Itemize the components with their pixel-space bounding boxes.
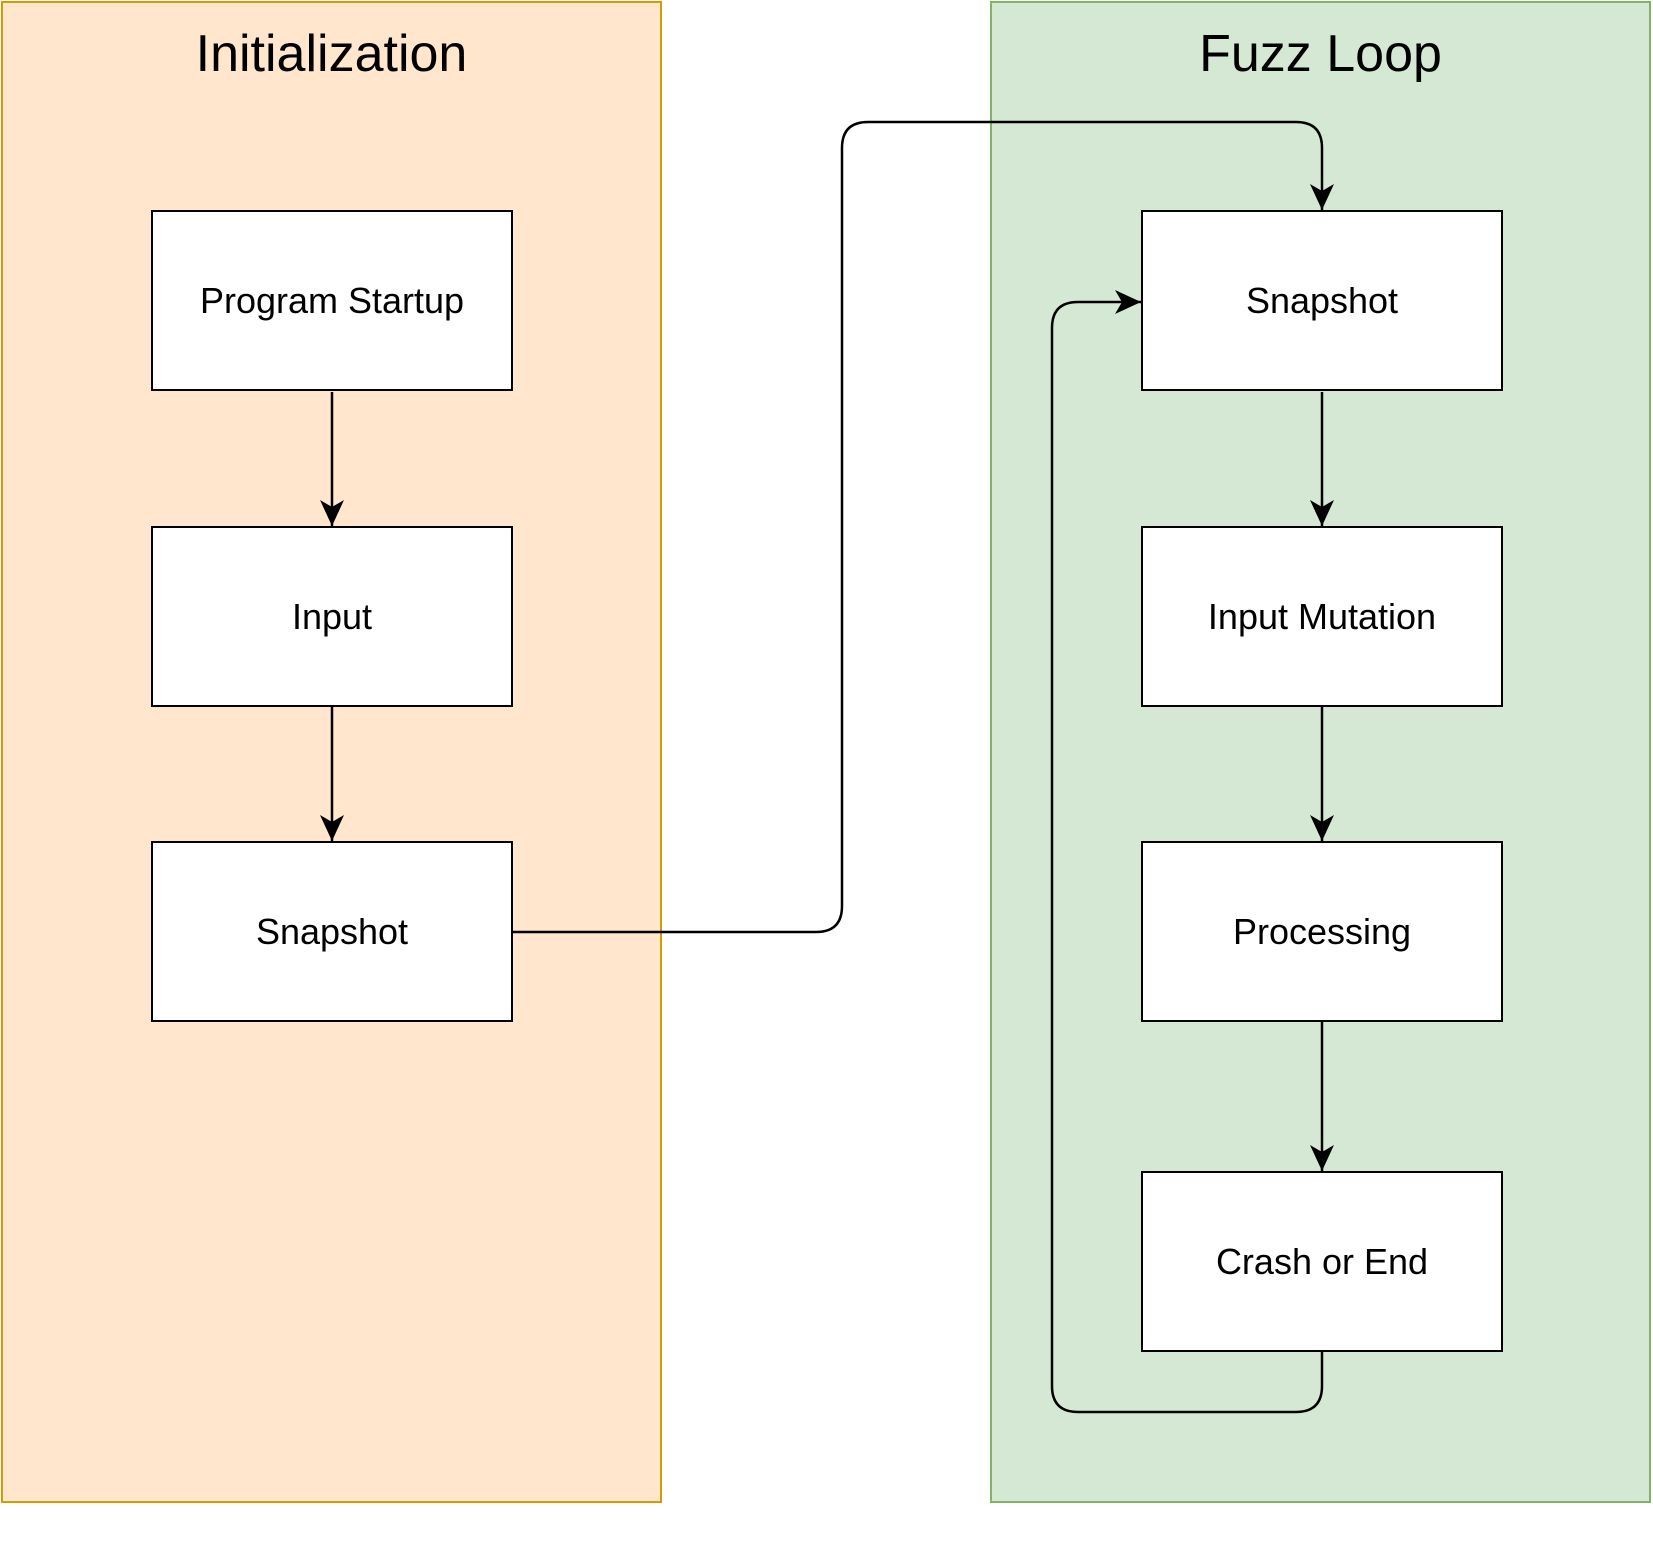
- arrowhead-mutation: [1310, 500, 1334, 526]
- fuzz-loop-lane-title: Fuzz Loop: [1199, 25, 1442, 83]
- node-program-startup: Program Startup: [151, 210, 513, 391]
- arrowhead-loop-snapshot-top: [1310, 184, 1334, 210]
- arrowhead-crash: [1310, 1145, 1334, 1171]
- initialization-lane-title: Initialization: [195, 25, 468, 83]
- node-loop-snapshot: Snapshot: [1141, 210, 1503, 391]
- node-init-snapshot: Snapshot: [151, 841, 513, 1022]
- edge-crash-back-to-snapshot: [1050, 300, 1324, 1414]
- arrowhead-input: [320, 500, 344, 526]
- arrowhead-processing: [1310, 815, 1334, 841]
- arrowhead-loop-snapshot-left: [1115, 290, 1141, 314]
- node-processing: Processing: [1141, 841, 1503, 1022]
- node-input: Input: [151, 526, 513, 707]
- node-crash-or-end: Crash or End: [1141, 1171, 1503, 1352]
- arrowhead-init-snapshot: [320, 815, 344, 841]
- edge-init-snapshot-to-loop-snapshot: [512, 120, 1324, 934]
- node-input-mutation: Input Mutation: [1141, 526, 1503, 707]
